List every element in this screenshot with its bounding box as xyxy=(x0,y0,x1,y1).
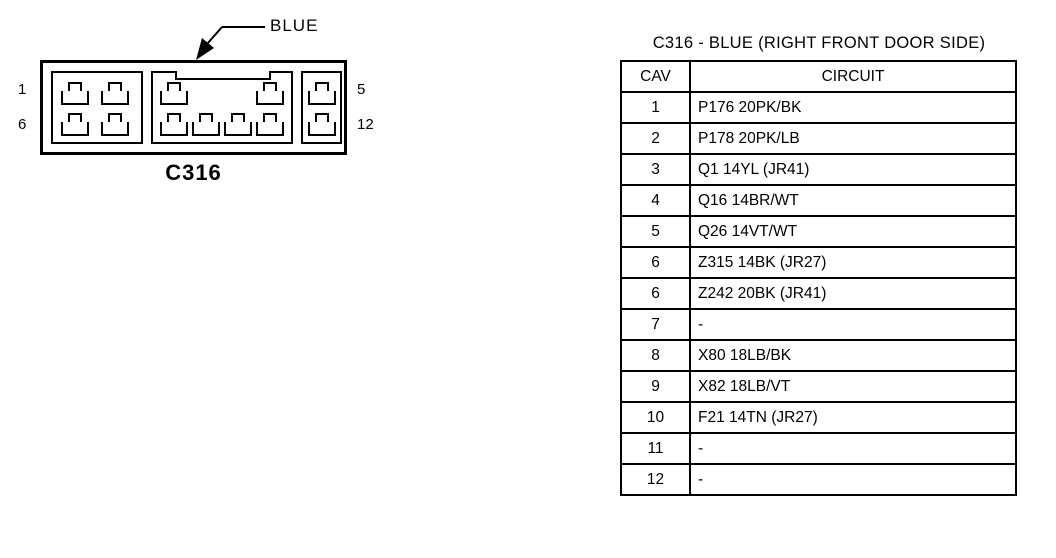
circuit-description-cell: X82 18LB/VT xyxy=(689,370,1017,403)
circuit-description-cell: P178 20PK/LB xyxy=(689,122,1017,155)
blue-callout-label: BLUE xyxy=(270,16,319,35)
cavity-group-middle xyxy=(151,71,293,144)
circuit-description-cell: - xyxy=(689,308,1017,341)
cav-number-cell: 11 xyxy=(620,432,691,465)
circuit-description-cell: Z315 14BK (JR27) xyxy=(689,246,1017,279)
circuit-description-cell: X80 18LB/BK xyxy=(689,339,1017,372)
arrowhead-icon xyxy=(196,38,214,60)
connector-pinout-figure: BLUE xyxy=(0,0,420,210)
connector-name-label: C316 xyxy=(165,160,222,185)
cav-number-cell: 1 xyxy=(620,91,691,124)
circuit-table-title: C316 - BLUE (RIGHT FRONT DOOR SIDE) xyxy=(652,34,986,52)
terminal-cavity xyxy=(256,113,284,136)
cav-number-cell: 9 xyxy=(620,370,691,403)
circuit-description-cell: P176 20PK/BK xyxy=(689,91,1017,124)
circuit-description-cell: F21 14TN (JR27) xyxy=(689,401,1017,434)
cav-number-cell: 5 xyxy=(620,215,691,248)
table-row: 12- xyxy=(620,463,1017,496)
terminal-cavity xyxy=(224,113,252,136)
terminal-cavity xyxy=(61,82,89,105)
terminal-cavity xyxy=(256,82,284,105)
blue-callout-leader xyxy=(196,26,265,60)
pin-number-label-bottom-left: 6 xyxy=(18,116,27,133)
cav-number-cell: 4 xyxy=(620,184,691,217)
terminal-cavity xyxy=(61,113,89,136)
table-header-row: CAV CIRCUIT xyxy=(620,60,1017,93)
terminal-cavity xyxy=(192,113,220,136)
terminal-cavity xyxy=(101,82,129,105)
circuit-table-block: C316 - BLUE (RIGHT FRONT DOOR SIDE) CAV … xyxy=(620,34,1018,496)
column-header-circuit: CIRCUIT xyxy=(689,60,1017,93)
cavity-group-left xyxy=(51,71,143,144)
pin-number-label-top-left: 1 xyxy=(18,81,27,98)
column-header-cav: CAV xyxy=(620,60,691,93)
cav-number-cell: 7 xyxy=(620,308,691,341)
circuit-description-cell: Q26 14VT/WT xyxy=(689,215,1017,248)
circuit-description-cell: - xyxy=(689,463,1017,496)
table-row: 7- xyxy=(620,308,1017,341)
terminal-cavity xyxy=(308,113,336,136)
table-row: 11- xyxy=(620,432,1017,465)
circuit-description-cell: Q16 14BR/WT xyxy=(689,184,1017,217)
connector-body xyxy=(40,60,347,155)
cav-number-cell: 3 xyxy=(620,153,691,186)
terminal-cavity xyxy=(160,113,188,136)
circuit-description-cell: - xyxy=(689,432,1017,465)
cav-number-cell: 6 xyxy=(620,246,691,279)
keying-notch xyxy=(175,71,271,80)
cavity-group-right xyxy=(301,71,342,144)
circuit-description-cell: Z242 20BK (JR41) xyxy=(689,277,1017,310)
pin-number-label-top-right: 5 xyxy=(357,81,366,98)
cav-number-cell: 6 xyxy=(620,277,691,310)
terminal-cavity xyxy=(160,82,188,105)
pin-number-label-bottom-right: 12 xyxy=(357,116,374,133)
cav-number-cell: 2 xyxy=(620,122,691,155)
cav-number-cell: 12 xyxy=(620,463,691,496)
terminal-cavity xyxy=(308,82,336,105)
cav-number-cell: 8 xyxy=(620,339,691,372)
cav-number-cell: 10 xyxy=(620,401,691,434)
terminal-cavity xyxy=(101,113,129,136)
circuit-description-cell: Q1 14YL (JR41) xyxy=(689,153,1017,186)
